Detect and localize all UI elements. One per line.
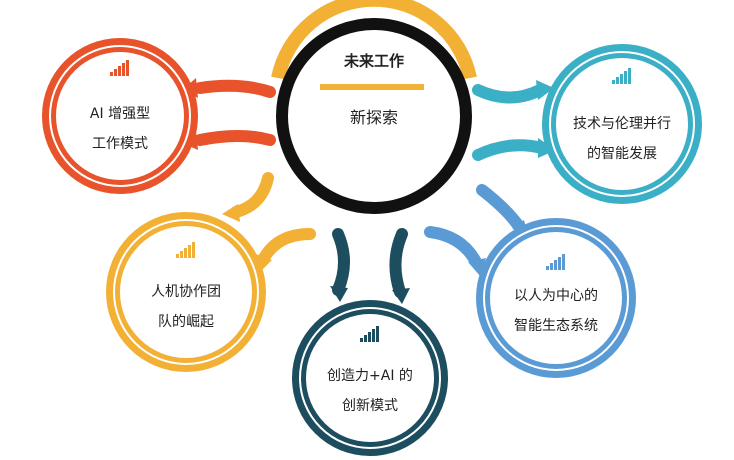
node-creativity-ai-inner [306,314,434,442]
node-tech-ethics-label-2: 的智能发展 [587,146,657,162]
node-ai-enhanced: AI 增强型 工作模式 [42,38,198,194]
node-human-machine: 人机协作团 队的崛起 [106,212,266,372]
connector-arrows [180,78,556,304]
center-ring [276,18,472,214]
node-human-centric-label-1: 以人为中心的 [514,288,598,304]
connector-teal-1 [472,84,546,104]
signal-bars-icon [110,60,129,76]
node-human-centric: 以人为中心的 智能生态系统 [476,218,636,378]
node-human-centric-label-2: 智能生态系统 [514,318,598,334]
node-human-machine-inner [120,226,252,358]
signal-bars-icon [546,254,565,270]
node-creativity-ai-ring [299,307,441,449]
arrow-head-dark-1 [330,286,348,302]
connector-orange-1 [194,79,276,98]
arrow-head-yellow-1 [222,204,240,222]
center-node: 未来工作 新探索 [271,0,477,214]
connector-yellow-1 [230,172,274,218]
arrow-head-teal-1 [536,80,554,100]
center-divider [320,84,424,90]
signal-bars-icon [176,242,195,258]
center-subtitle: 新探索 [350,108,398,127]
node-human-machine-label-1: 人机协作团 [151,284,221,300]
node-creativity-ai-label-1: 创造力+AI 的 [327,368,413,384]
node-ai-enhanced-label-1: AI 增强型 [90,106,150,122]
center-accent-arc [271,0,477,80]
node-human-machine-label-2: 队的崛起 [158,314,214,330]
node-creativity-ai: 创造力+AI 的 创新模式 [292,300,448,456]
node-human-centric-inner [490,232,622,364]
signal-bars-icon [360,326,379,342]
connector-teal-2 [472,139,548,161]
node-tech-ethics-inner [556,58,688,190]
node-ai-enhanced-inner [56,52,184,180]
connector-dark-2 [389,228,408,298]
connector-yellow-2 [258,228,316,264]
node-tech-ethics-label-1: 技术与伦理并行 [573,116,671,132]
node-creativity-ai-label-2: 创新模式 [342,398,398,414]
node-human-centric-ring [483,225,629,371]
connector-orange-2 [194,130,276,146]
node-human-machine-ring [113,219,259,365]
arrow-head-dark-2 [392,288,410,304]
node-ai-enhanced-ring [49,45,191,187]
signal-bars-icon [612,68,631,84]
node-ai-enhanced-label-2: 工作模式 [92,136,148,152]
node-tech-ethics-ring [549,51,695,197]
connector-dark-1 [332,228,350,296]
connector-blue-2 [424,226,482,268]
node-tech-ethics: 技术与伦理并行 的智能发展 [542,44,702,204]
center-title: 未来工作 [343,52,404,70]
connector-blue-1 [476,184,526,234]
